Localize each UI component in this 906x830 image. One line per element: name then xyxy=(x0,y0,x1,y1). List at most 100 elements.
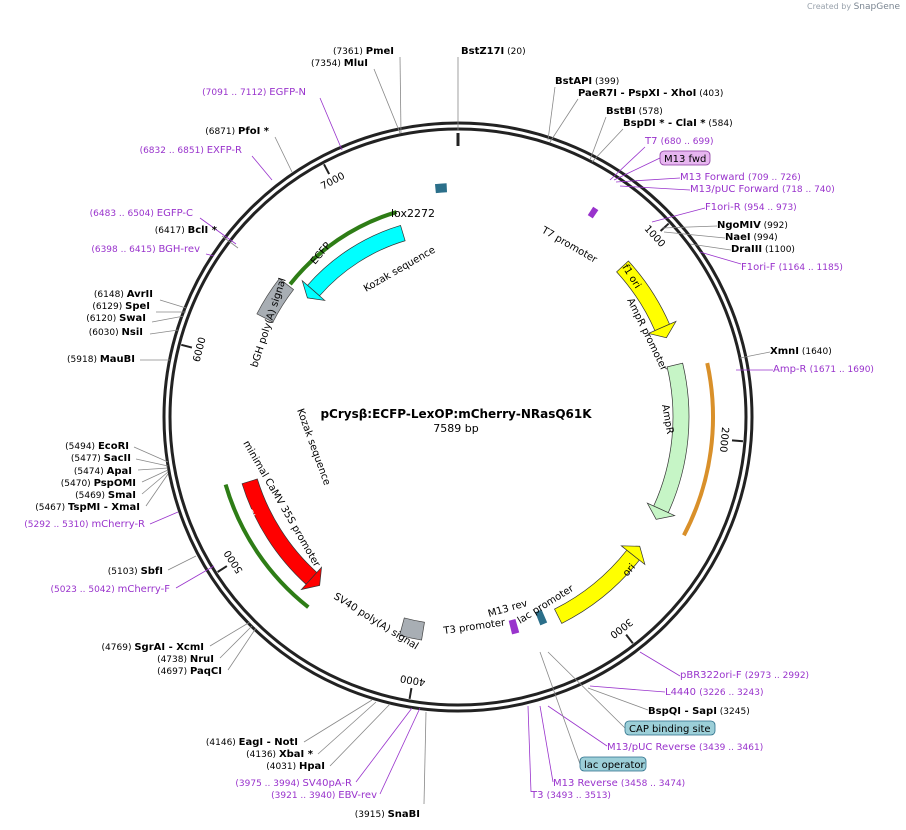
site-paer7i-part: (403) xyxy=(696,89,723,99)
primer-egfp-c-leader xyxy=(199,217,237,245)
site-nsii-part: NsiI xyxy=(122,327,143,338)
sv40-box xyxy=(399,617,425,641)
ecfp-head xyxy=(301,279,326,301)
site-draiii-part: (1100) xyxy=(762,245,795,255)
site-mlui-part: (7354) xyxy=(311,59,344,69)
primer-f1ori-f-part: F1ori-F xyxy=(741,262,779,273)
site-smai-part: SmaI xyxy=(108,490,136,501)
tick-label: 6000 xyxy=(192,336,209,363)
site-bstbi-part: (578) xyxy=(636,107,663,117)
feature-group xyxy=(223,183,715,641)
site-draiii: DraIII (1100) xyxy=(731,244,795,255)
site-mlui: (7354) MluI xyxy=(311,58,368,69)
plasmid-size: 7589 bp xyxy=(433,422,478,435)
site-tspmi-part: TspMI xyxy=(68,502,100,513)
primer-f1ori-r-part: (954 .. 973) xyxy=(744,203,797,213)
site-bspdi: BspDI * - ClaI * (584) xyxy=(623,118,733,129)
t7-promoter-label: T7 promoter xyxy=(539,225,600,266)
primer-m13-forward: M13 Forward (709 .. 726) xyxy=(680,172,801,183)
primer-t3-part: T3 xyxy=(530,790,547,801)
plasmid-name: pCrysβ:ECFP-LexOP:mCherry-NRasQ61K xyxy=(320,407,592,421)
site-pfoi-leader xyxy=(274,136,293,173)
site-avrii-part: AvrII xyxy=(127,289,153,300)
primer-f1ori-f-leader xyxy=(699,251,742,265)
site-bstapi-part: (399) xyxy=(592,77,619,87)
site-bspdi-part: BspDI * xyxy=(623,118,665,129)
site-snabi-leader xyxy=(423,711,427,805)
site-tspmi: (5467) TspMI - XmaI xyxy=(35,502,140,513)
site-mlui-part: MluI xyxy=(344,58,368,69)
primer-mcherry-r-leader xyxy=(149,511,179,525)
primer-f1ori-r-part: F1ori-R xyxy=(705,202,744,213)
site-bstz17i-part: BstZ17I xyxy=(461,46,504,57)
ampr-body xyxy=(653,362,690,514)
site-bstbi-leader xyxy=(589,116,607,161)
site-pmei: (7361) PmeI xyxy=(333,46,394,57)
ori-head xyxy=(620,545,646,566)
site-bspqi-part: - SapI xyxy=(681,706,717,717)
primer-m13-puc-forward: M13/pUC Forward (718 .. 740) xyxy=(690,184,835,195)
snapgene-brand: Created by SnapGene xyxy=(807,2,900,12)
tick-mark xyxy=(323,163,331,175)
site-bspdi-part: (584) xyxy=(706,119,733,129)
site-naei-part: NaeI xyxy=(725,232,751,243)
site-avrii-part: (6148) xyxy=(94,290,127,300)
tick-mark xyxy=(408,687,413,700)
site-smai-leader xyxy=(141,471,169,495)
tick-mark xyxy=(217,565,228,573)
primer-exfp-r-leader xyxy=(251,155,273,181)
m13fwd-leader xyxy=(613,157,661,181)
site-xbai: (4136) XbaI * xyxy=(246,749,314,760)
site-mlui-leader xyxy=(373,68,401,134)
site-sacii-leader xyxy=(135,458,169,467)
site-bspdi-part: - ClaI * xyxy=(664,118,706,129)
primer-mcherry-r-part: (5292 .. 5310) xyxy=(24,520,91,530)
site-bstapi: BstAPI (399) xyxy=(555,76,619,87)
primer-pbr322ori-f-leader xyxy=(639,651,681,677)
site-ngomiv-part: NgoMIV xyxy=(717,220,761,231)
primer-ebv-rev-leader xyxy=(379,707,421,795)
tick-mark xyxy=(659,222,670,232)
site-pmei-part: PmeI xyxy=(366,46,394,57)
mcherry-outline-arc xyxy=(223,484,310,609)
lacop-leader xyxy=(539,651,581,765)
site-naei: NaeI (994) xyxy=(725,232,778,243)
site-xbai-part: XbaI * xyxy=(279,749,314,760)
site-swai: (6120) SwaI xyxy=(86,313,146,324)
site-draiii-leader xyxy=(689,243,732,251)
site-nrui-part: (4738) xyxy=(157,655,190,665)
primer-m13-reverse-leader xyxy=(539,705,554,783)
ori-body xyxy=(554,549,640,624)
tick-mark xyxy=(181,343,193,349)
site-maubi-part: (5918) xyxy=(67,355,100,365)
site-pspomi: (5470) PspOMI xyxy=(61,478,136,489)
tick-mark xyxy=(731,439,744,443)
site-nrui: (4738) NruI xyxy=(157,654,214,665)
site-sgrai: (4769) SgrAI - XcmI xyxy=(102,642,204,653)
primer-sv40pa-r-part: (3975 .. 3994) xyxy=(235,779,302,789)
site-bstapi-leader xyxy=(547,86,556,141)
t7-mark xyxy=(587,206,599,219)
ampr-label: AmpR xyxy=(659,404,675,435)
site-ngomiv-leader xyxy=(661,225,718,229)
primer-bgh-rev-part: (6398 .. 6415) xyxy=(91,245,158,255)
site-tspmi-part: (5467) xyxy=(35,503,68,513)
primer-egfp-n-part: (7091 .. 7112) xyxy=(202,88,269,98)
site-eagi-part: (4146) xyxy=(206,738,239,748)
mcherry-body xyxy=(241,478,318,585)
bgh-box xyxy=(256,278,295,323)
site-tspmi-leader xyxy=(145,473,169,507)
site-paer7i-leader xyxy=(549,98,579,143)
site-avrii: (6148) AvrII xyxy=(94,289,153,300)
site-paqci-part: (4697) xyxy=(157,667,190,677)
site-eagi-leader xyxy=(303,699,373,743)
site-pfoi-part: PfoI * xyxy=(238,126,270,137)
primer-l4440-leader xyxy=(589,685,666,693)
primer-t3-part: (3493 .. 3513) xyxy=(547,791,611,801)
site-hpai-part: (4031) xyxy=(266,762,299,772)
primer-t3: T3 (3493 .. 3513) xyxy=(530,790,611,801)
site-eagi: (4146) EagI - NotI xyxy=(206,737,298,748)
primer-t7-part: T7 xyxy=(644,136,661,147)
site-paqci-leader xyxy=(227,627,257,671)
